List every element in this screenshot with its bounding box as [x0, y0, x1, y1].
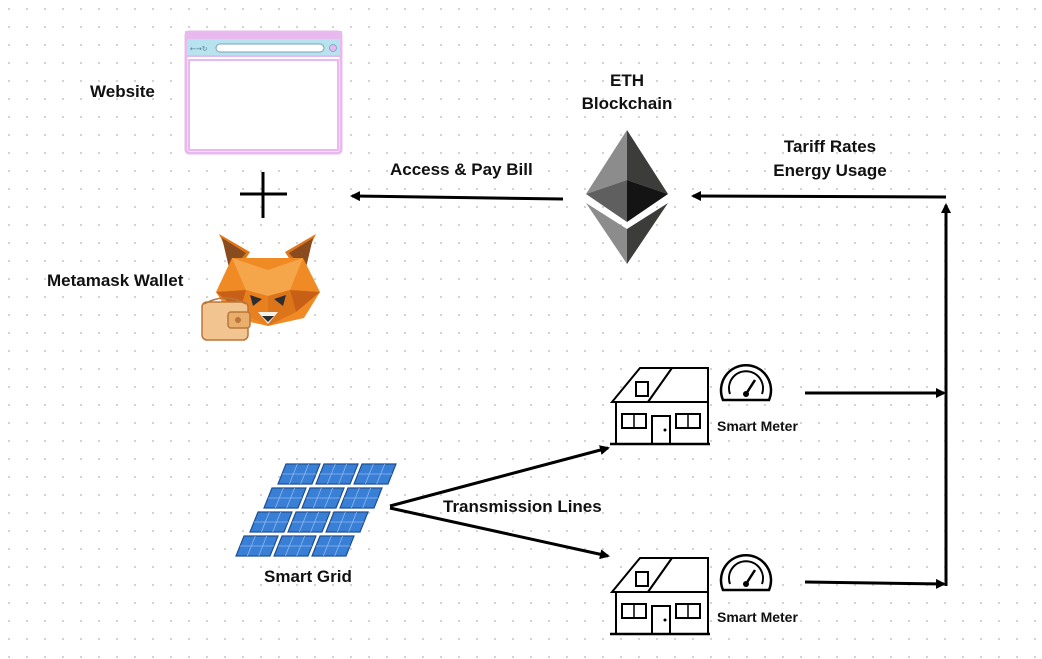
access-pay-bill-label: Access & Pay Bill: [390, 160, 533, 179]
solar-panel-icon: [235, 463, 397, 557]
svg-text:←→↻: ←→↻: [190, 45, 208, 53]
meter-gauge-icon: [719, 553, 773, 592]
smart-meter-label-1: Smart Meter: [717, 418, 798, 434]
metamask-fox-icon: [216, 234, 320, 326]
smart-meter-label-2: Smart Meter: [717, 609, 798, 625]
wallet-icon: [201, 297, 251, 341]
arrow-meter2-to-bus: [804, 578, 946, 589]
tariff-rates-label: Tariff Rates: [783, 137, 877, 156]
meter-gauge-icon: [719, 363, 773, 402]
ethereum-icon: [586, 130, 668, 264]
blockchain-label: Blockchain: [581, 94, 673, 113]
website-label: Website: [90, 82, 155, 101]
arrow-bus-to-eth: [691, 191, 947, 202]
metamask-wallet-label: Metamask Wallet: [47, 271, 184, 290]
plus-icon: [240, 172, 287, 218]
house-icon: [609, 367, 710, 446]
energy-usage-label: Energy Usage: [773, 161, 887, 180]
browser-window-icon: ←→↻: [184, 30, 343, 155]
house-icon: [609, 557, 710, 636]
arrow-eth-to-website: [350, 191, 564, 202]
smart-grid-label: Smart Grid: [264, 567, 352, 586]
arrow-grid-to-house1: [389, 445, 610, 508]
arrow-grid-to-house2: [389, 506, 610, 560]
eth-label: ETH: [610, 71, 644, 90]
transmission-lines-label: Transmission Lines: [443, 497, 602, 516]
